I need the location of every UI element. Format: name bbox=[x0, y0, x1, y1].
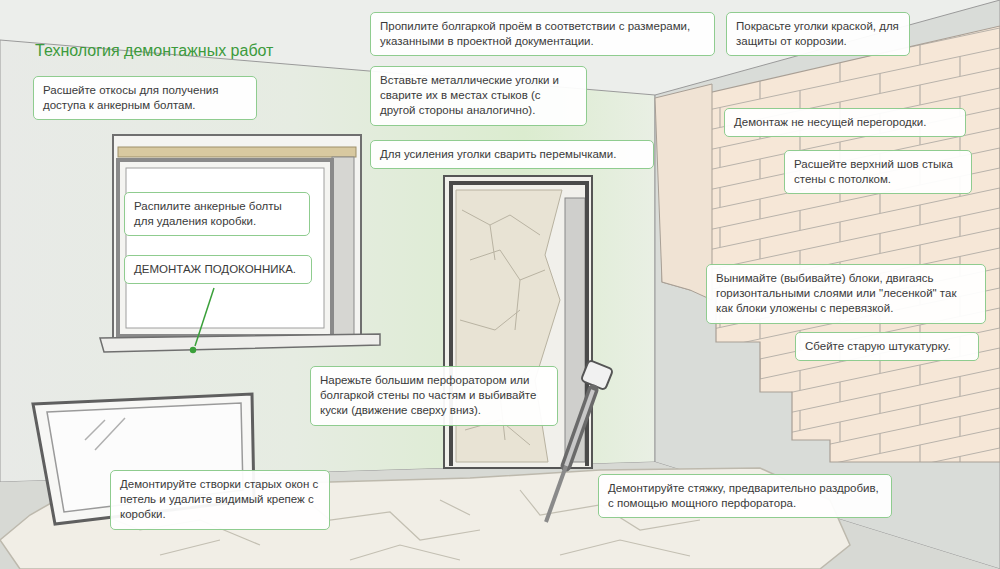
callout-text: Для усиления уголки сварить перемычками. bbox=[380, 147, 644, 162]
leader-line bbox=[195, 288, 214, 346]
callout-box: Демонтаж не несущей перегородки. bbox=[724, 108, 966, 137]
window-reveal bbox=[332, 157, 354, 337]
callout-box: Вставьте металлические уголки и сварите … bbox=[370, 66, 587, 126]
jackhammer-shine bbox=[566, 390, 593, 466]
window-frame bbox=[118, 160, 332, 336]
callout-box: Распилите анкерные болты для удаления ко… bbox=[124, 192, 310, 236]
callout-box: Расшейте верхний шов стыка стены с потол… bbox=[784, 150, 972, 194]
mounting-foam bbox=[118, 147, 356, 157]
callout-box: Демонтируйте створки старых окон с петел… bbox=[110, 470, 330, 530]
callout-box: Нарежьте большим перфоратором или болгар… bbox=[310, 366, 558, 426]
callout-text: Нарежьте большим перфоратором или болгар… bbox=[320, 373, 548, 419]
callout-text: Вставьте металлические уголки и сварите … bbox=[380, 73, 577, 119]
window-opening bbox=[113, 135, 361, 345]
callout-text: Вынимайте (выбивайте) блоки, двигаясь го… bbox=[716, 271, 976, 317]
callout-box: Пропилите болгаркой проём в соответствии… bbox=[370, 12, 715, 56]
callout-text: Пропилите болгаркой проём в соответствии… bbox=[380, 19, 705, 49]
callout-text: Демонтируйте стяжку, предварительно разд… bbox=[608, 481, 882, 511]
callout-text: Расшейте верхний шов стыка стены с потол… bbox=[794, 157, 962, 187]
jackhammer-chisel bbox=[546, 466, 566, 522]
callout-box: Для усиления уголки сварить перемычками. bbox=[370, 140, 654, 169]
callout-text: Сбейте старую штукатурку. bbox=[805, 339, 969, 354]
glass-glint bbox=[85, 418, 125, 450]
jackhammer-handle bbox=[581, 360, 613, 390]
diagram-title: Технология демонтажных работ bbox=[35, 42, 273, 60]
callout-box: Расшейте откосы для получения доступа к … bbox=[33, 76, 257, 120]
callout-box: ДЕМОНТАЖ ПОДОКОННИКА. bbox=[124, 255, 312, 284]
callout-box: Покрасьте уголки краской, для защиты от … bbox=[726, 12, 910, 56]
callout-text: ДЕМОНТАЖ ПОДОКОННИКА. bbox=[134, 262, 302, 277]
floor bbox=[0, 462, 1000, 569]
callout-text: Демонтируйте створки старых окон с петел… bbox=[120, 477, 320, 523]
callout-text: Демонтаж не несущей перегородки. bbox=[734, 115, 956, 130]
jackhammer-body bbox=[566, 390, 593, 466]
callout-text: Расшейте откосы для получения доступа к … bbox=[43, 83, 247, 113]
partition-edge bbox=[655, 84, 712, 300]
window-sill bbox=[100, 334, 380, 352]
callout-box: Демонтируйте стяжку, предварительно разд… bbox=[598, 474, 892, 518]
callout-text: Покрасьте уголки краской, для защиты от … bbox=[736, 19, 900, 49]
leader-dot bbox=[190, 347, 196, 353]
callout-box: Сбейте старую штукатурку. bbox=[795, 332, 979, 361]
callout-box: Вынимайте (выбивайте) блоки, двигаясь го… bbox=[706, 264, 986, 324]
callout-text: Распилите анкерные болты для удаления ко… bbox=[134, 199, 300, 229]
